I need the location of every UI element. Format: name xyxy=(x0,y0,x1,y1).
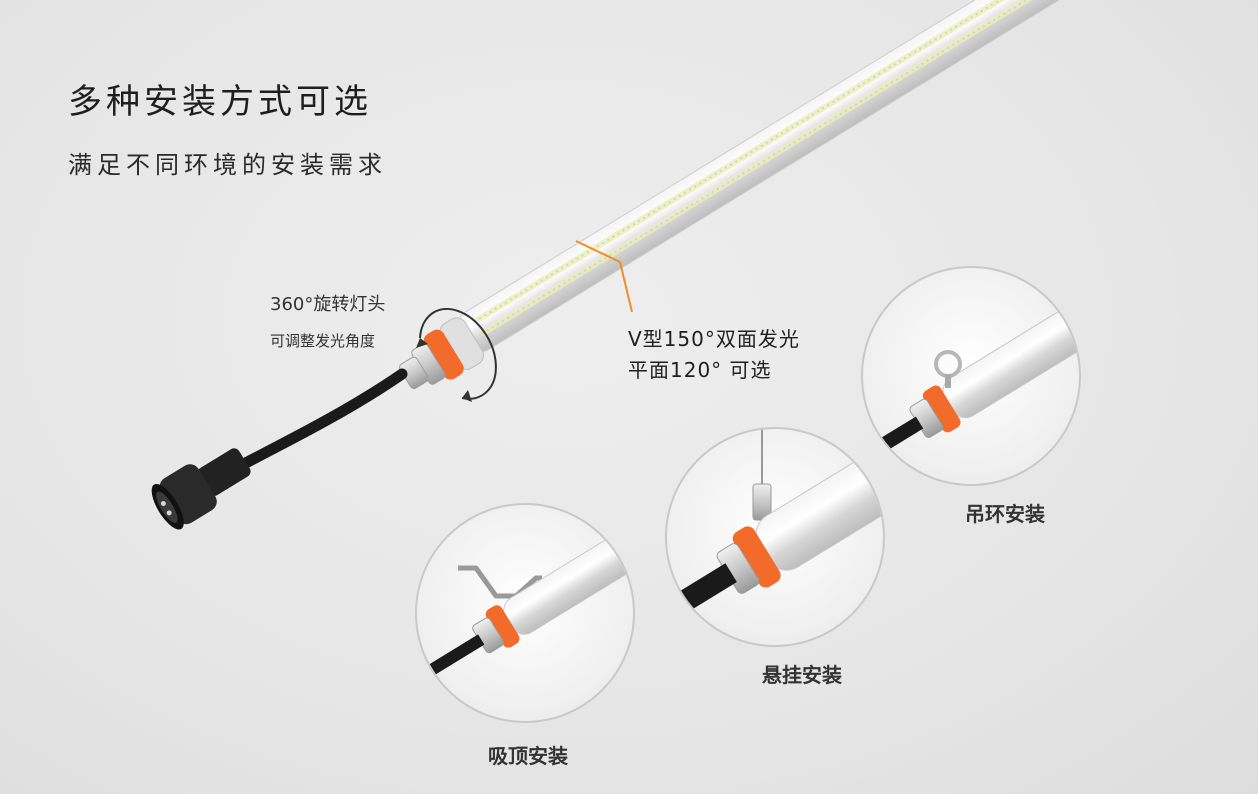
headline: 多种安装方式可选 xyxy=(68,82,372,122)
waterproof-connector xyxy=(151,448,251,530)
hook-ring-mount-label: 吊环安装 xyxy=(965,502,1045,526)
rotation-title: 360°旋转灯头 xyxy=(270,294,386,315)
power-cable xyxy=(226,368,408,476)
ceiling-mount-label: 吸顶安装 xyxy=(488,744,568,768)
beam-angle-marker xyxy=(575,240,633,313)
beam-angle-line-1: V型150°双面发光 xyxy=(628,327,800,351)
hanging-mount-label: 悬挂安装 xyxy=(762,663,842,687)
detail-circle-hanging xyxy=(665,427,885,647)
detail-circle-ceiling xyxy=(415,503,635,723)
lamp-end-cap xyxy=(399,317,484,390)
rotation-arrow-icon xyxy=(416,307,497,402)
rotation-description: 可调整发光角度 xyxy=(270,332,376,350)
subheadline: 满足不同环境的安装需求 xyxy=(68,151,387,179)
led-tube xyxy=(456,0,1069,353)
detail-circle-hook-ring xyxy=(861,266,1081,486)
beam-angle-line-2: 平面120° 可选 xyxy=(628,358,772,382)
